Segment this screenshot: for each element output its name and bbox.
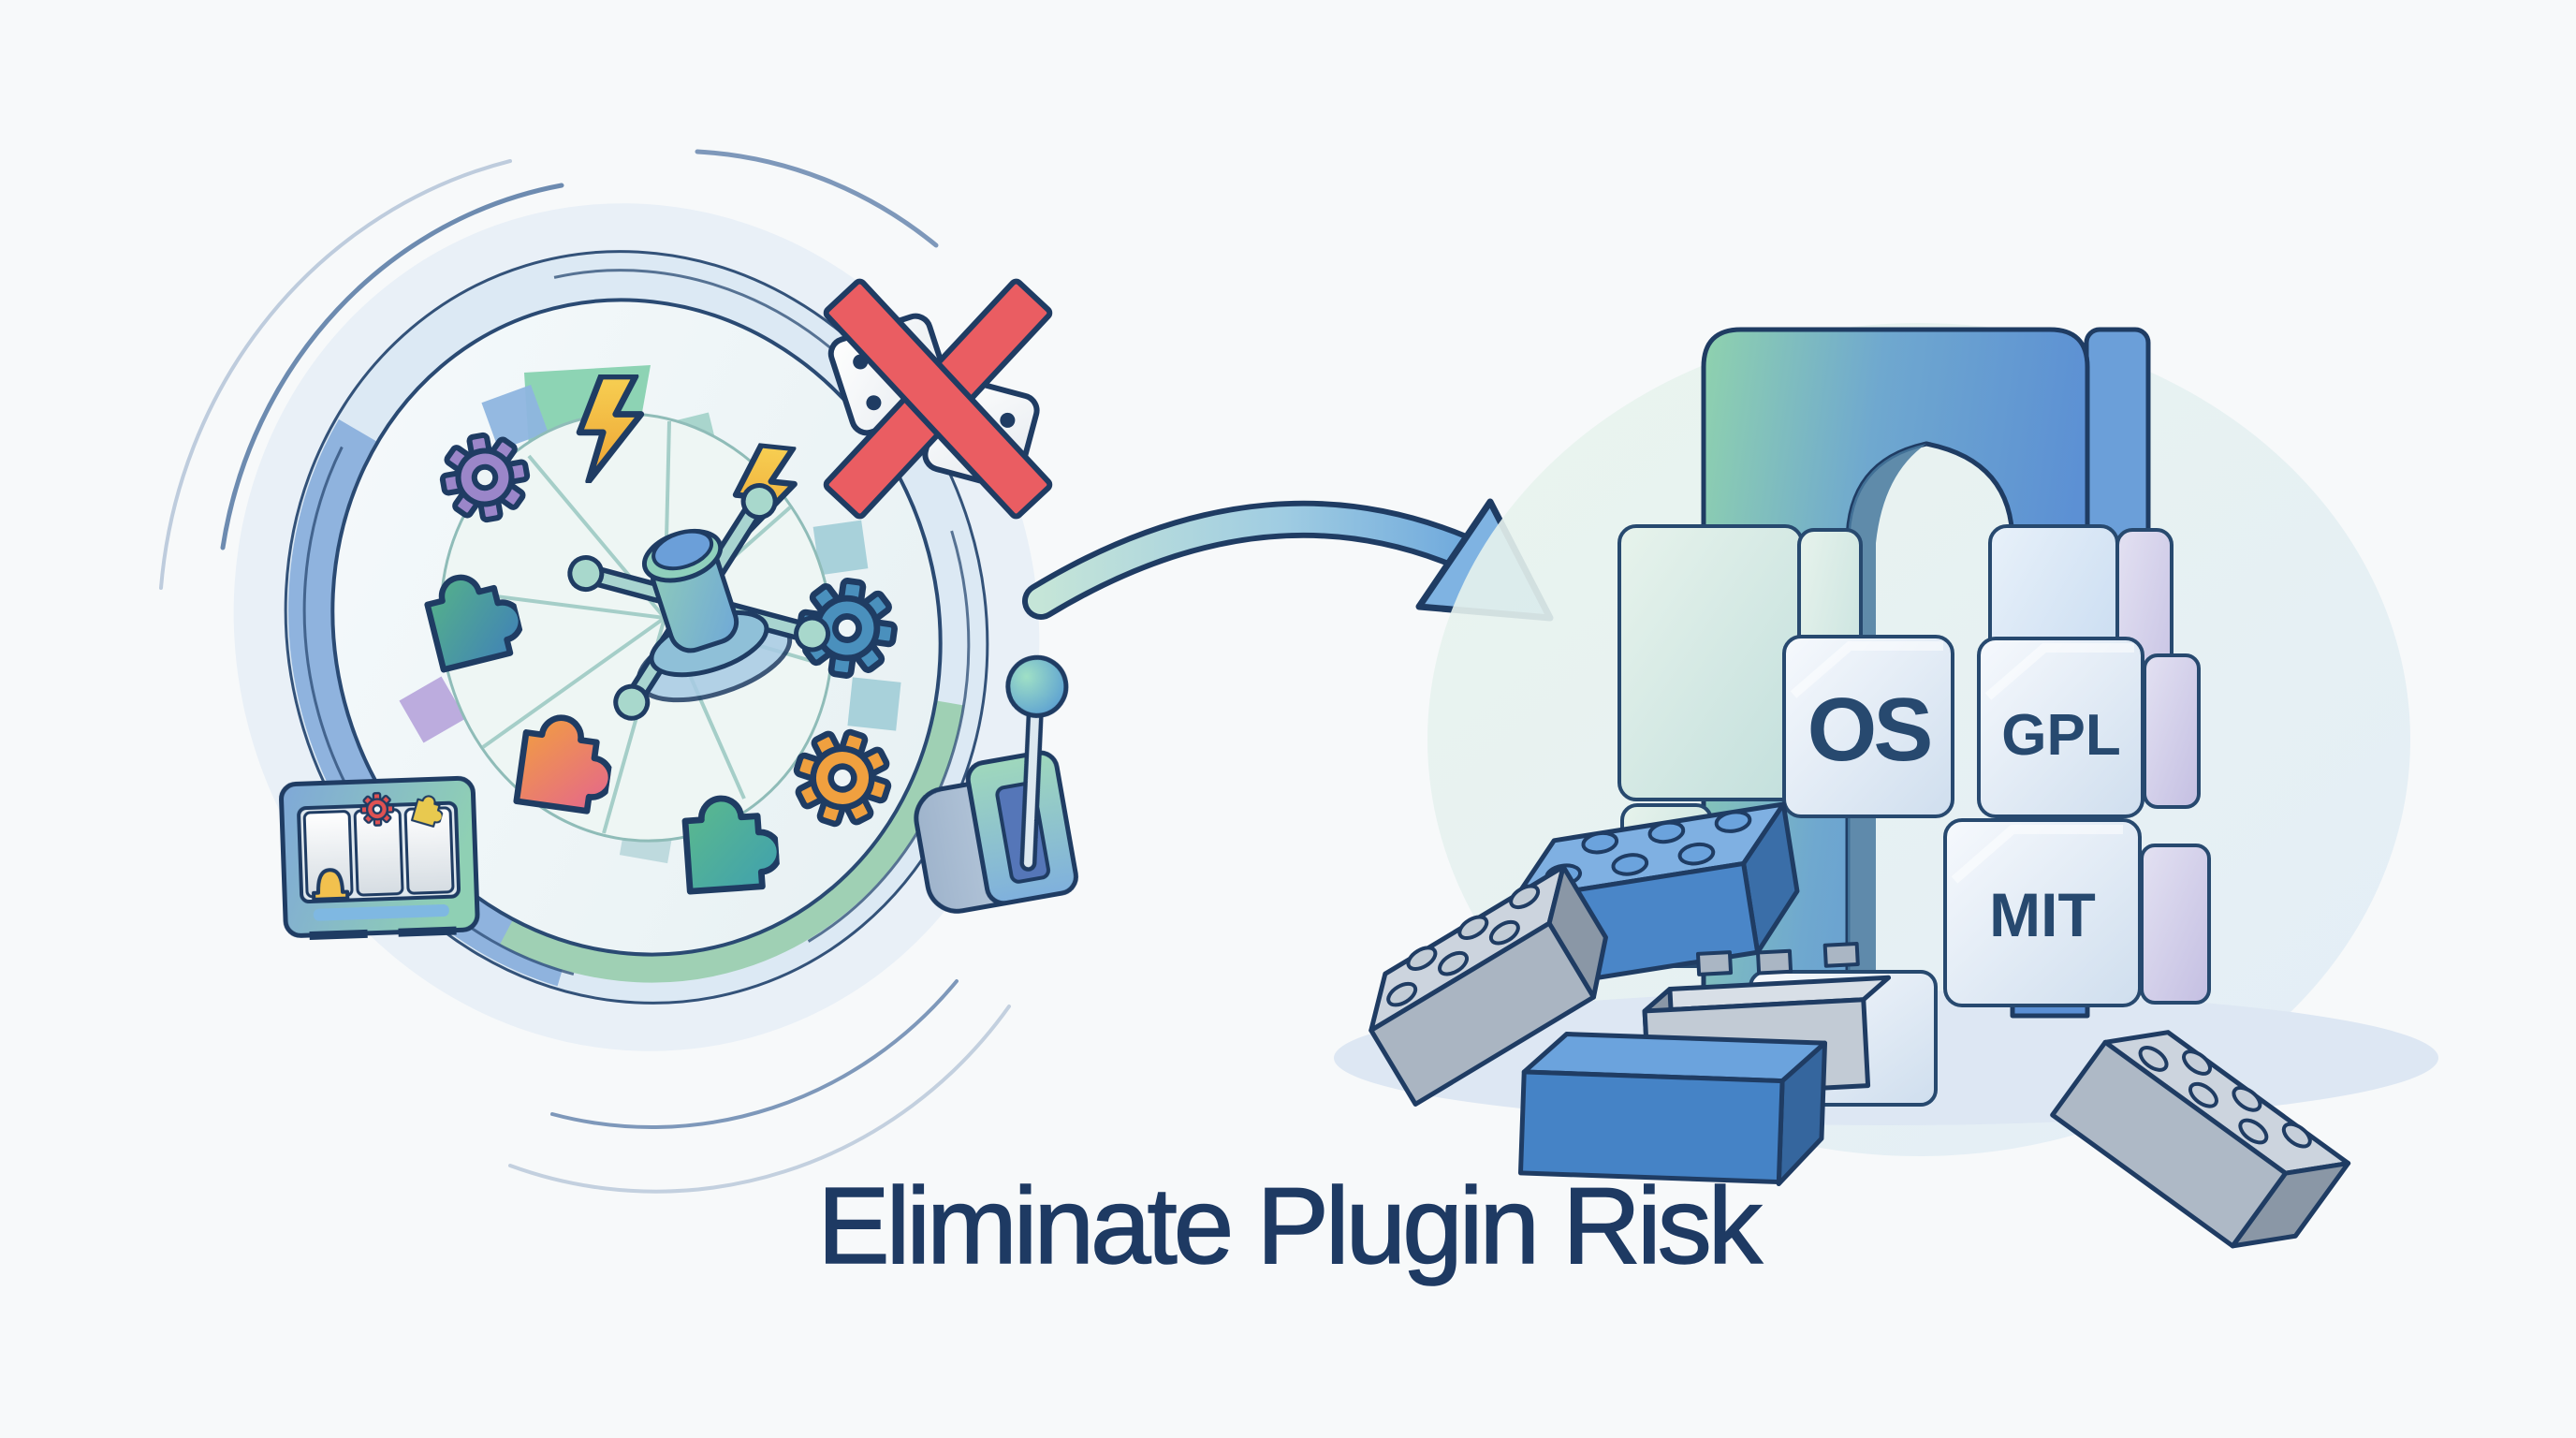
- roulette-wheel: [284, 250, 989, 1005]
- red-x-icon: [823, 278, 1053, 520]
- lego-brick-grey-studded: [1368, 864, 1608, 1107]
- slot-machine: [279, 775, 480, 941]
- building-blocks: OS GPL MIT: [1617, 524, 2211, 1107]
- plugin-roulette-scene: [159, 149, 1078, 1194]
- slot-reels: [302, 806, 455, 899]
- lego-brick-grey-right: [2050, 1030, 2351, 1249]
- crossed-out-dice: [823, 278, 1053, 520]
- lego-brick-blue-plain: [1517, 1032, 1828, 1187]
- slot-lever: [914, 654, 1078, 914]
- lever-ball: [1005, 654, 1069, 718]
- page-title: Eliminate Plugin Risk: [816, 1164, 1763, 1287]
- mit-block: MIT: [1943, 818, 2142, 1007]
- os-label: OS: [1808, 680, 1931, 780]
- arch-block: [1701, 327, 2151, 1019]
- bell-yellow-icon: [312, 868, 350, 902]
- gear-red-icon: [359, 791, 395, 828]
- os-block: OS: [1782, 635, 1954, 818]
- gpl-block: GPL: [1977, 637, 2144, 818]
- motion-speed-lines: [159, 149, 1011, 1194]
- gpl-label: GPL: [2001, 703, 2120, 768]
- arch-inner-shadow: [1848, 444, 1926, 1016]
- wheel-spinner: [567, 483, 831, 721]
- licensed-blocks-scene: OS GPL MIT: [1334, 323, 2438, 1249]
- lego-bricks: [1368, 801, 2351, 1249]
- mit-label: MIT: [1989, 880, 2096, 949]
